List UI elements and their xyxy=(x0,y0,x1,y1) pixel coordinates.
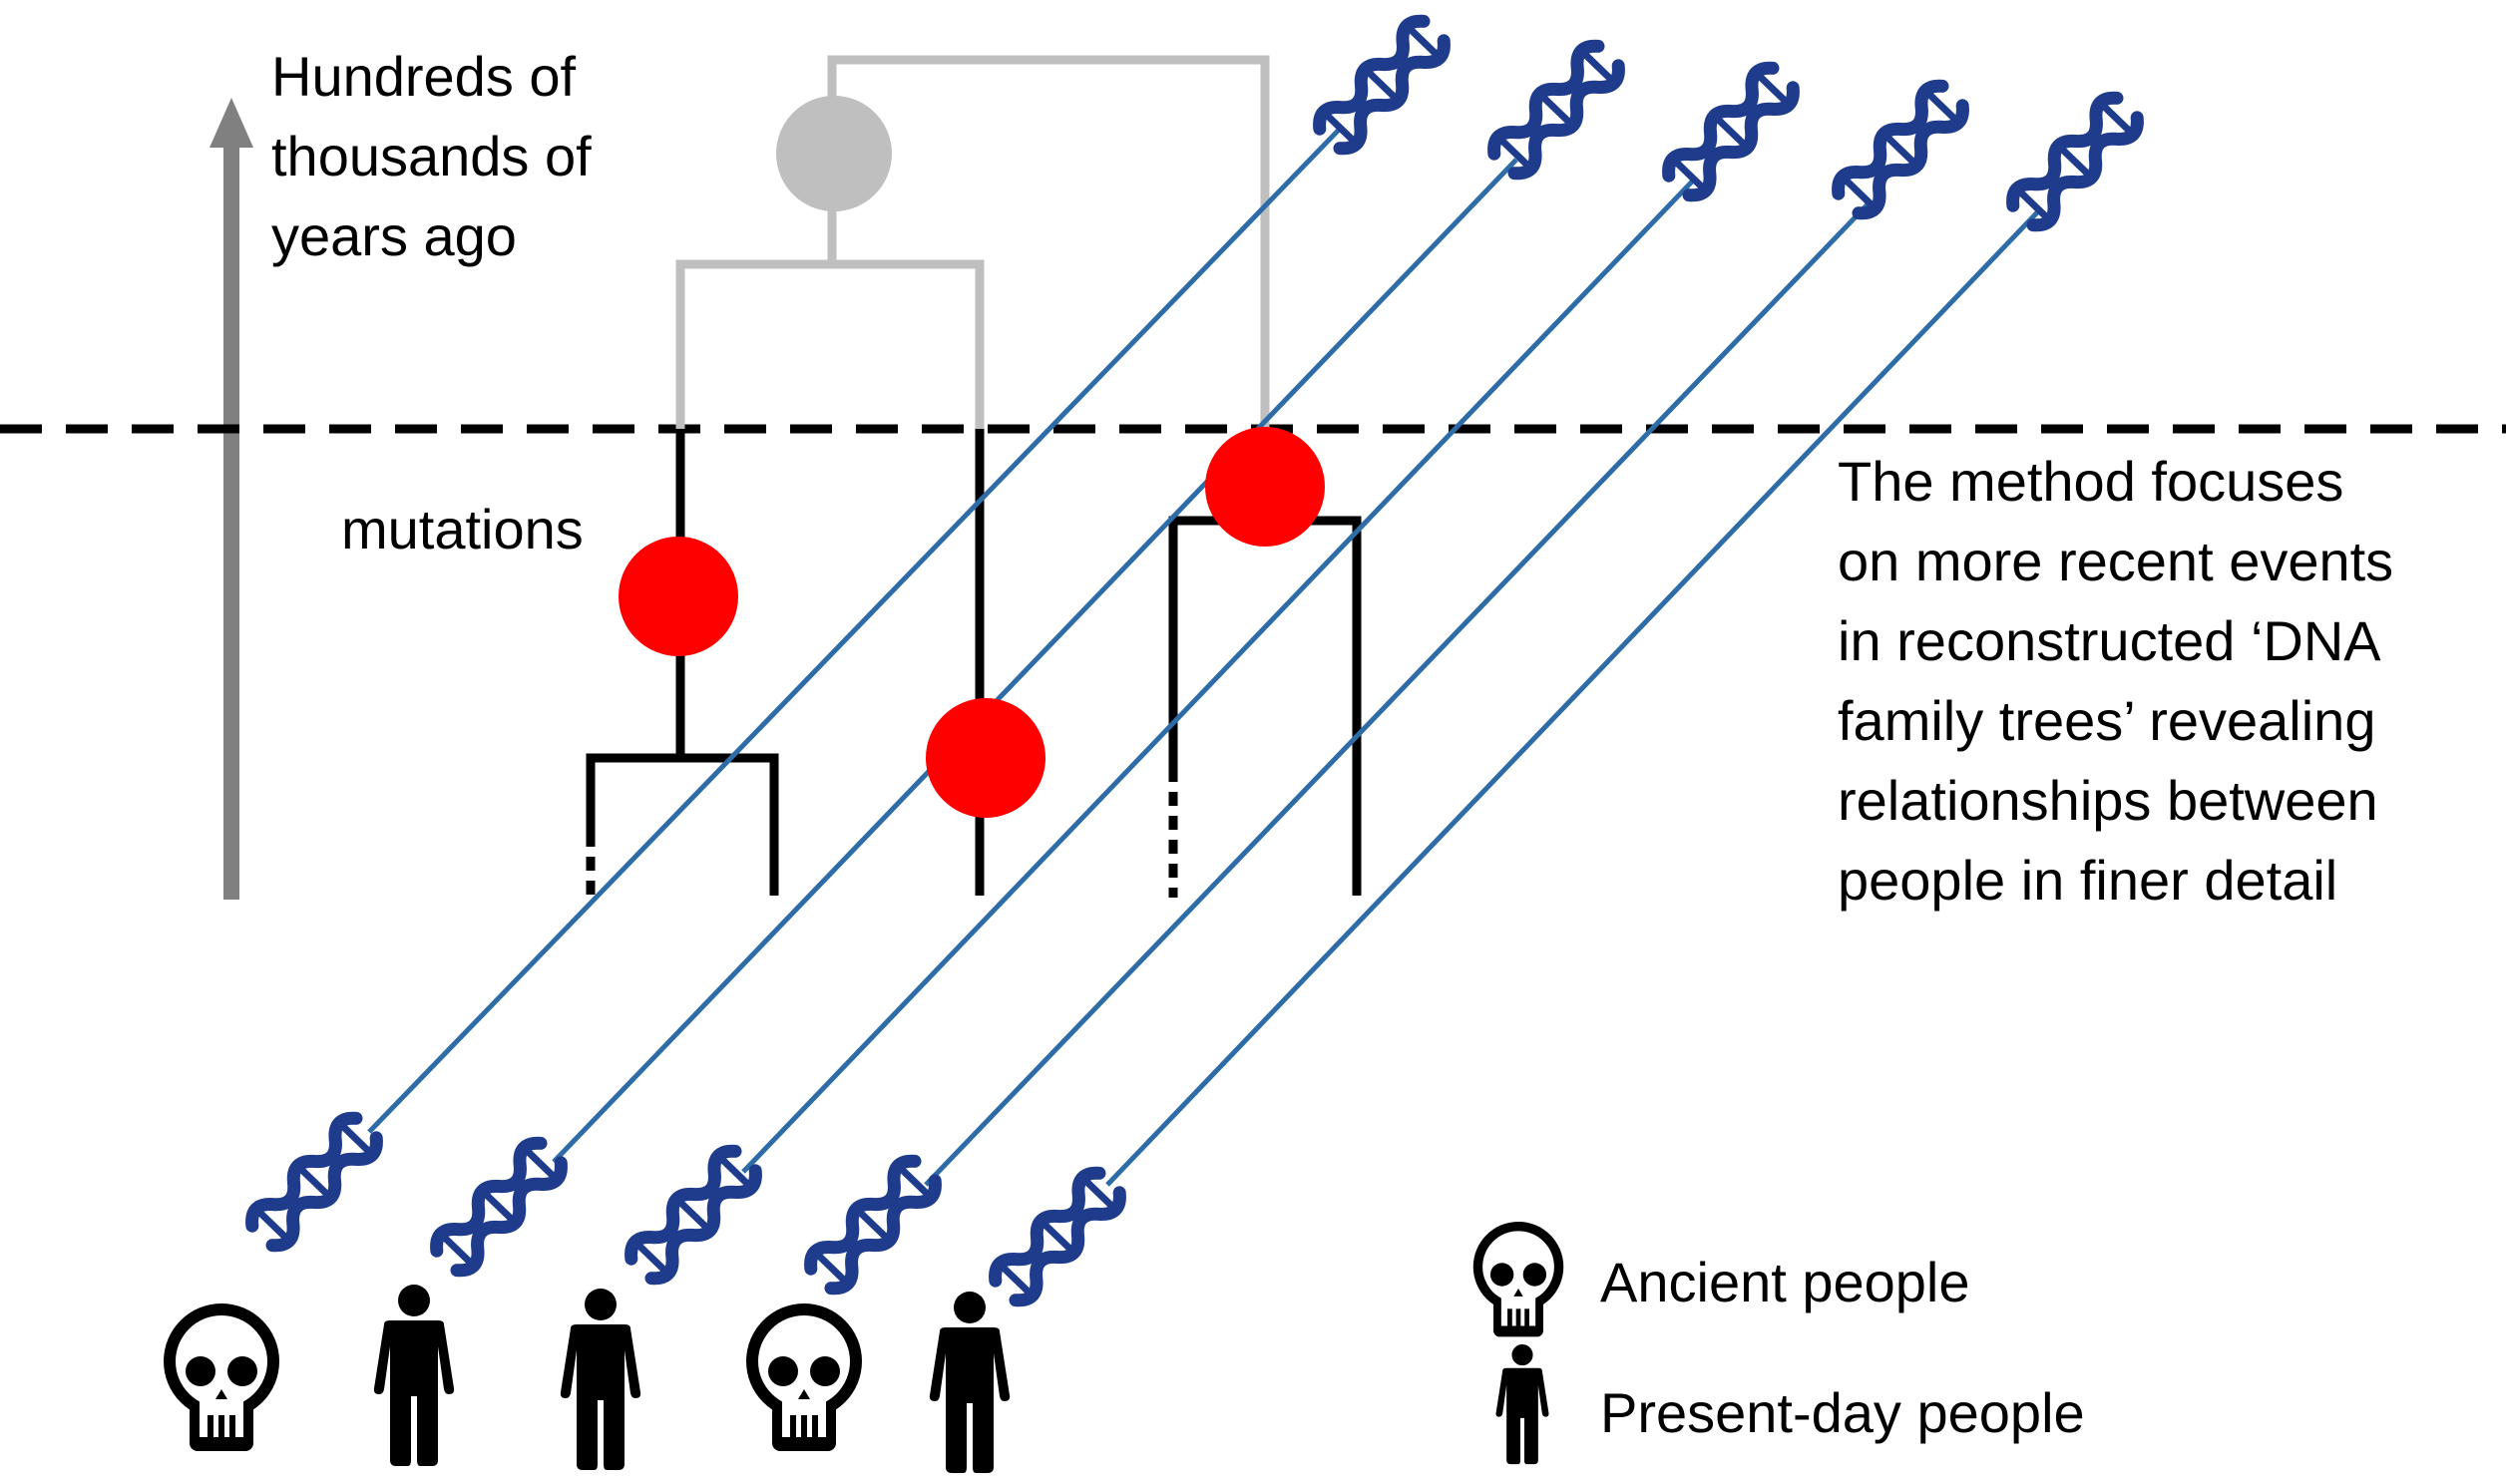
people-row xyxy=(164,1285,1011,1473)
dna-icon xyxy=(430,1137,567,1277)
dna-icons-top xyxy=(1313,15,2143,231)
dna-icon xyxy=(1832,80,1968,219)
dna-icon xyxy=(2006,92,2143,231)
dna-icon xyxy=(1662,62,1799,201)
lineage-lines xyxy=(367,125,2042,1187)
dna-icon xyxy=(245,1112,382,1252)
ancient-tree xyxy=(675,55,1270,429)
axis-label: Hundreds of thousands of years ago xyxy=(271,45,607,267)
dna-icon xyxy=(804,1155,941,1295)
mutations-label: mutations xyxy=(341,498,584,560)
dna-icon xyxy=(1487,40,1624,180)
mutation-marker xyxy=(1205,427,1325,547)
time-arrowhead xyxy=(209,98,253,148)
person-icon xyxy=(1495,1344,1549,1465)
legend-ancient-label: Ancient people xyxy=(1600,1251,1970,1313)
person-icon xyxy=(929,1292,1011,1473)
dna-icons-bottom xyxy=(245,1112,1125,1306)
method-annotation: The method focuses on more recent events… xyxy=(1838,450,2409,912)
unresolved-lineages xyxy=(586,768,1178,898)
person-icon xyxy=(373,1285,455,1466)
ancestor-node xyxy=(776,96,892,211)
skull-icon xyxy=(1472,1221,1564,1337)
mutation-marker xyxy=(619,537,738,656)
legend: Ancient people Present-day people xyxy=(1472,1221,2085,1465)
person-icon xyxy=(560,1289,641,1470)
mutation-marker xyxy=(926,698,1045,818)
dna-icon xyxy=(989,1167,1125,1306)
skull-icon xyxy=(164,1303,279,1451)
legend-present-label: Present-day people xyxy=(1600,1381,2085,1444)
skull-icon xyxy=(746,1303,862,1451)
dna-icon xyxy=(625,1145,761,1285)
